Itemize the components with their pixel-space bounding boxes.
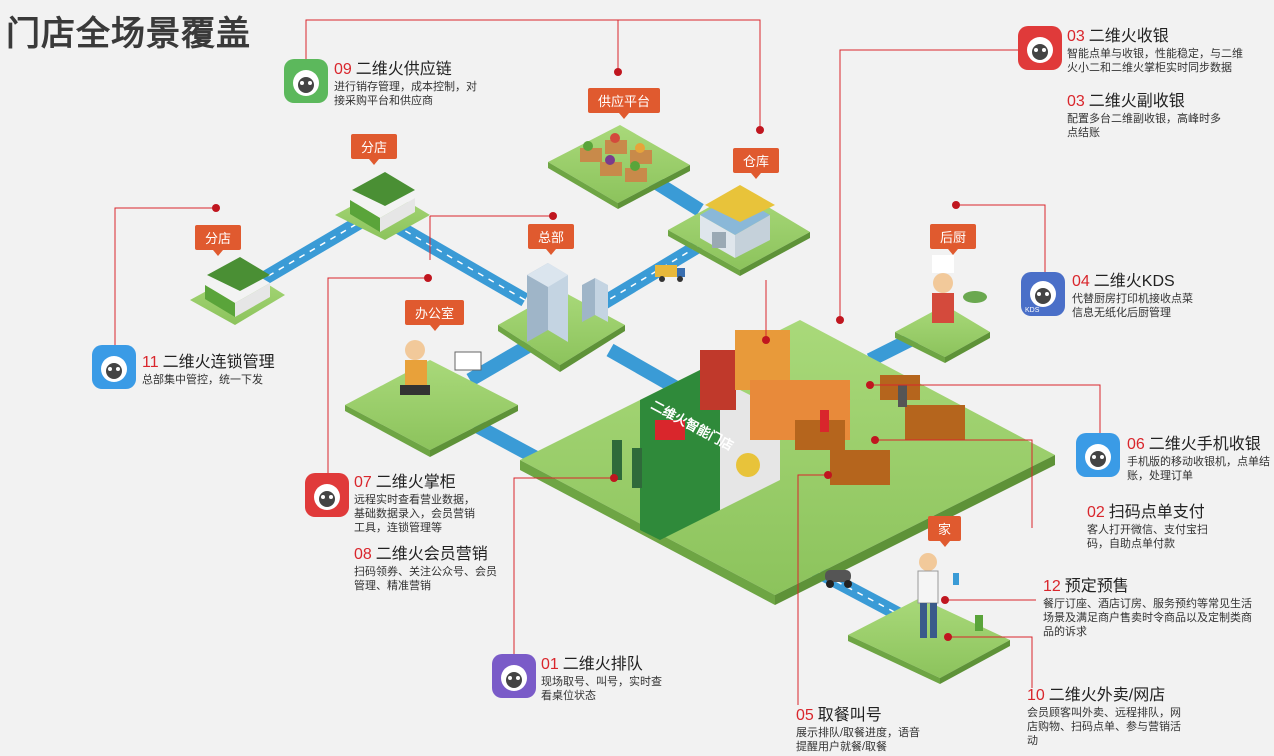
chain-app-icon (92, 345, 136, 389)
feature-desc: 总部集中管控，统一下发 (142, 374, 263, 386)
tag-supply-platform: 供应平台 (588, 88, 661, 119)
feature-name: 扫码点单支付 (1108, 504, 1205, 521)
feature-number: 05 (796, 707, 814, 724)
feature-number: 11 (142, 354, 159, 371)
boss-app-icon (305, 473, 349, 517)
feature-number: 12 (1043, 578, 1061, 595)
leader-dots (212, 68, 960, 641)
feature-desc: 配置多台二维副收银，高峰时多点结账 (1067, 113, 1221, 139)
branch-store-top (350, 172, 415, 232)
feature-desc: 手机版的移动收银机，点单结账，处理订单 (1127, 456, 1270, 482)
feature-number: 08 (354, 546, 372, 563)
feature-name: 取餐叫号 (817, 707, 882, 724)
feature-number: 10 (1027, 687, 1045, 704)
tile-office (345, 360, 518, 457)
mobile-pos-app-icon (1076, 433, 1120, 477)
office-worker (400, 340, 482, 395)
feature-desc: 代替厨房打印机接收点菜信息无纸化后厨管理 (1072, 293, 1193, 319)
feature-number: 04 (1072, 273, 1090, 290)
tag-warehouse: 仓库 (733, 148, 780, 179)
feature-desc: 扫码领券、关注公众号、会员管理、精准营销 (354, 566, 497, 592)
customers (612, 385, 907, 488)
feature-desc: 进行销存管理，成本控制，对接采购平台和供应商 (334, 81, 477, 107)
feature-name: 二维火连锁管理 (162, 354, 275, 371)
feature-desc: 餐厅订座、酒店订房、服务预约等常见生活场景及满足商户售卖时令商品以及定制类商品的… (1043, 598, 1252, 638)
warehouse-building (700, 185, 775, 258)
feature-name: 二维火外卖/网店 (1048, 687, 1166, 704)
tile-kitchen (895, 305, 990, 363)
produce-crates (580, 133, 652, 182)
feature-name: 预定预售 (1064, 578, 1129, 595)
tag-kitchen: 后厨 (930, 224, 977, 255)
feature-name: 二维火排队 (562, 656, 643, 673)
feature-name: 二维火手机收银 (1148, 436, 1261, 453)
leader-lines (114, 19, 1101, 705)
feature-name: 二维火收银 (1088, 28, 1169, 45)
feature-name: 二维火掌柜 (375, 474, 456, 491)
feature-number: 07 (354, 474, 372, 491)
feature-name: 二维火供应链 (355, 61, 452, 78)
dining-area (795, 375, 965, 485)
feature-number: 06 (1127, 436, 1145, 453)
feature-desc: 远程实时查看营业数据，基础数据录入，会员营销工具，连锁管理等 (354, 494, 475, 534)
red-app-icon (1018, 26, 1062, 70)
feature-number: 03 (1067, 28, 1085, 45)
feature-number: 09 (334, 61, 352, 78)
feature-name: 二维火会员营销 (375, 546, 488, 563)
feature-desc: 客人打开微信、支付宝扫码，自助点单付款 (1087, 524, 1208, 550)
tile-home (848, 598, 1010, 684)
feature-name: 二维火副收银 (1088, 93, 1185, 110)
feature-number: 03 (1067, 93, 1085, 110)
queue-app-icon (492, 654, 536, 698)
page-title: 门店全场景覆盖 (6, 15, 251, 53)
svg-text:KDS: KDS (1025, 307, 1040, 314)
branch-store-left (205, 257, 270, 317)
feature-desc: 会员顾客叫外卖、远程排队，网店购物、扫码点单、参与营销活动 (1027, 707, 1181, 747)
hq-building (527, 263, 608, 342)
feature-desc: 现场取号、叫号，实时查看桌位状态 (541, 676, 662, 702)
chef (932, 255, 987, 323)
feature-name: 二维火KDS (1093, 273, 1175, 290)
scooter (825, 570, 852, 588)
kds-app-icon: KDS (1021, 272, 1065, 316)
feature-number: 01 (541, 656, 559, 673)
tag-hq: 总部 (528, 224, 575, 255)
truck (655, 265, 685, 282)
feature-number: 02 (1087, 504, 1105, 521)
green-app-icon (284, 59, 328, 103)
tag-office: 办公室 (405, 300, 465, 331)
feature-desc: 智能点单与收银，性能稳定，与二维火小二和二维火掌柜实时同步数据 (1067, 48, 1243, 74)
tag-branch-left: 分店 (195, 225, 242, 256)
tag-home: 家 (928, 516, 962, 547)
home-person (917, 553, 983, 638)
tag-branch-top: 分店 (351, 134, 398, 165)
feature-desc: 展示排队/取餐进度，语音提醒用户就餐/取餐 (796, 727, 921, 753)
